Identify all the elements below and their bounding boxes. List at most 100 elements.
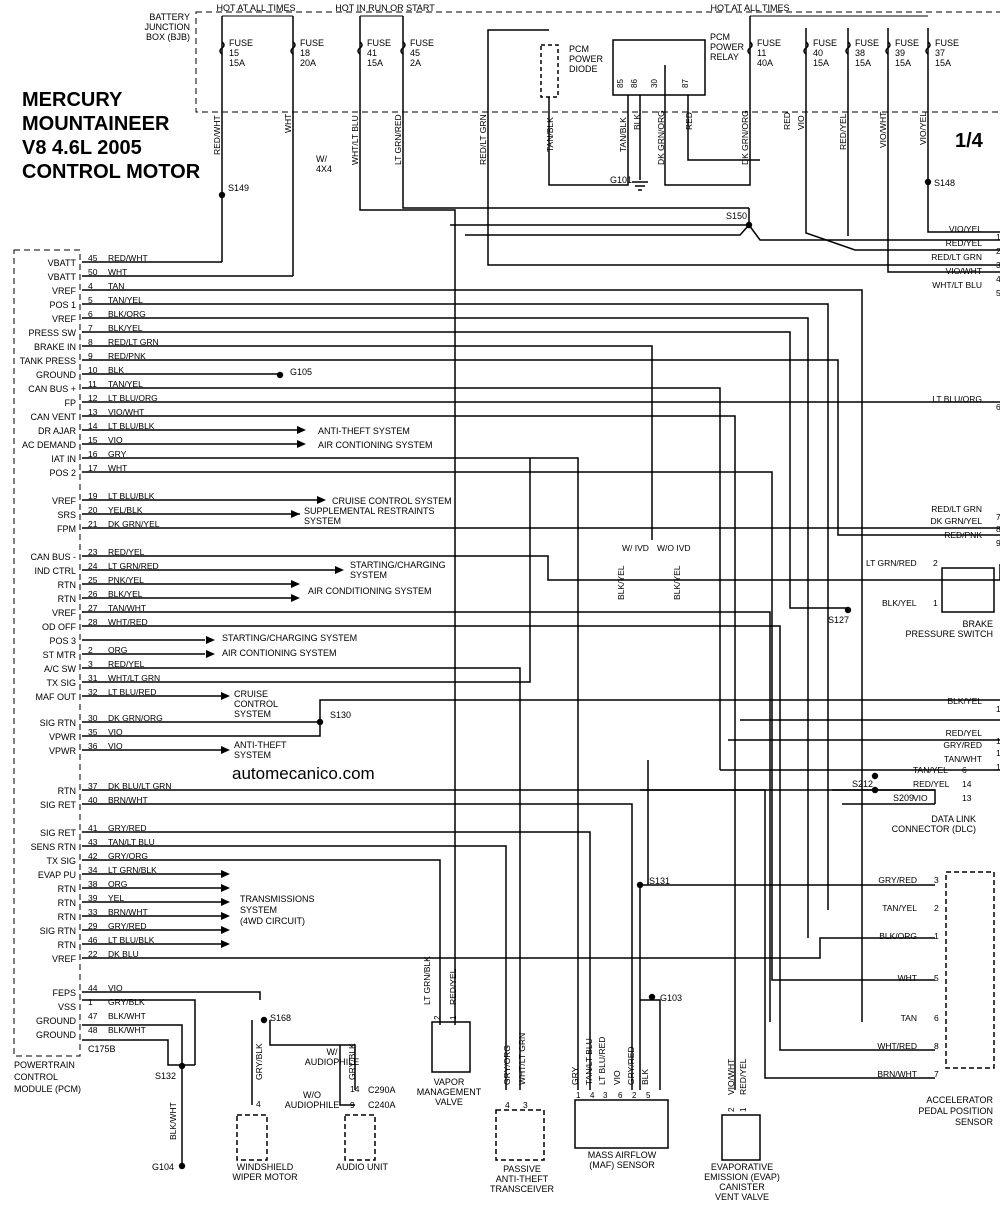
vmv-wire: RED/YEL xyxy=(448,968,458,1005)
pcm-pin-label: FEPS xyxy=(52,988,76,998)
pcm-pin-number: 50 xyxy=(88,267,98,277)
pcm-pin-label: RTN xyxy=(58,580,76,590)
right-output-wire: VIO/YEL xyxy=(949,224,982,234)
apps-wire: BLK/ORG xyxy=(879,931,917,941)
ground-label-g105: G105 xyxy=(290,367,312,377)
pcm-pin-number: 10 xyxy=(88,365,98,375)
pcm-pin-label: VSS xyxy=(58,1002,76,1012)
pcm-wire-color: RED/YEL xyxy=(108,659,145,669)
system-transmission: SYSTEM xyxy=(240,905,277,915)
pcm-pin-number: 11 xyxy=(88,379,97,389)
system-cruise-2: CRUISE xyxy=(234,689,268,699)
maf-wire: GRY xyxy=(570,1066,580,1085)
pcm-wire-color: LT BLU/BLK xyxy=(108,421,155,431)
right-output-number: 10 xyxy=(996,704,1000,714)
pats-label: ANTI-THEFT xyxy=(496,1174,549,1184)
watermark: automecanico.com xyxy=(232,764,375,783)
fuse-amps: 20A xyxy=(300,58,316,68)
arrow-cruise-2 xyxy=(221,692,230,700)
arrow-cruise xyxy=(317,496,326,504)
pcm-pin-label: VREF xyxy=(52,608,77,618)
right-output-wire: DK GRN/YEL xyxy=(931,516,983,526)
maf-pin: 3 xyxy=(603,1091,608,1100)
fuse-number: 15 xyxy=(229,48,239,58)
right-output-wire: RED/LT GRN xyxy=(931,504,982,514)
pcm-wire-color: WHT/LT GRN xyxy=(108,673,160,683)
pcm-wire-color: GRY/ORG xyxy=(108,851,148,861)
pcm-wire-color: TAN/WHT xyxy=(108,603,146,613)
pcm-pin-number: 32 xyxy=(88,687,98,697)
right-output-number: 1 xyxy=(996,232,1000,242)
splice-s132 xyxy=(178,1062,186,1070)
arrow-trans-3 xyxy=(221,912,230,920)
right-output-wire: WHT/LT BLU xyxy=(932,280,982,290)
fuse-amps: 15A xyxy=(367,58,383,68)
pcm-wire-color: BRN/WHT xyxy=(108,795,148,805)
apps-pin: 1 xyxy=(934,931,939,941)
top-wire-label: RED/YEL xyxy=(838,113,848,150)
pcm-pin-number: 29 xyxy=(88,921,98,931)
pcm-wire-color: VIO/WHT xyxy=(108,407,144,417)
relay-pin: 87 xyxy=(681,79,690,88)
top-wire-label: VIO/YEL xyxy=(918,112,928,145)
dlc-pin: 14 xyxy=(962,779,972,789)
fuse-amps: 15A xyxy=(935,58,951,68)
pcm-pin-number: 37 xyxy=(88,781,98,791)
pcm-pin-label: FPM xyxy=(57,524,76,534)
system-cruise-2: SYSTEM xyxy=(234,709,271,719)
pcm-pin-label: OD OFF xyxy=(42,622,76,632)
vmv-label: MANAGEMENT xyxy=(417,1087,482,1097)
pcm-pin-label: AC DEMAND xyxy=(22,440,77,450)
pcm-pin-label: ST MTR xyxy=(43,650,77,660)
fuse-15-icon xyxy=(219,41,225,55)
pcm-pin-number: 41 xyxy=(88,823,98,833)
pcm-pin-number: 12 xyxy=(88,393,98,403)
vmv-pin: 2 xyxy=(433,1015,442,1020)
system-anti-theft-2: SYSTEM xyxy=(234,750,271,760)
system-starting: STARTING/CHARGING xyxy=(350,560,446,570)
dlc-label: DATA LINK xyxy=(931,814,976,824)
pcm-pin-number: 26 xyxy=(88,589,98,599)
pcm-pin-number: 38 xyxy=(88,879,98,889)
apps-label: SENSOR xyxy=(955,1117,994,1127)
passive-anti-theft-transceiver xyxy=(495,1109,545,1161)
audio-unit xyxy=(344,1114,376,1161)
hot-at-all-times-label: HOT AT ALL TIMES xyxy=(216,3,295,13)
pcm-pin-number: 39 xyxy=(88,893,98,903)
brake-switch-pin: 1 xyxy=(933,598,938,608)
pcm-wire-color: TAN xyxy=(108,281,124,291)
hot-at-all-times-label-2: HOT AT ALL TIMES xyxy=(710,3,789,13)
right-output-number: 2 xyxy=(996,246,1000,256)
pcm-pin-label: POS 3 xyxy=(49,636,76,646)
apps-pin: 6 xyxy=(934,1013,939,1023)
apps-wire: TAN xyxy=(901,1013,917,1023)
pcm-power-relay-label: RELAY xyxy=(710,52,739,62)
evap-label: EMISSION (EVAP) xyxy=(704,1172,780,1182)
pcm-pin-label: CAN BUS + xyxy=(28,384,76,394)
arrow-ac xyxy=(297,440,306,448)
maf-wire: TAN/LT BLU xyxy=(584,1038,594,1085)
pcm-pin-number: 33 xyxy=(88,907,98,917)
pcm-pin-label: GROUND xyxy=(36,1016,76,1026)
apps-wire: WHT/RED xyxy=(877,1041,917,1051)
pcm-pin-number: 35 xyxy=(88,727,98,737)
wiper-label: WIPER MOTOR xyxy=(232,1172,298,1182)
pcm-wire-color: ORG xyxy=(108,879,127,889)
fuse-number: 40 xyxy=(813,48,823,58)
right-output-wire: LT BLU/ORG xyxy=(932,394,982,404)
ivd-wire: BLK/YEL xyxy=(616,565,626,600)
ground-label-g101: G101 xyxy=(610,175,632,185)
right-output-number: 13 xyxy=(996,762,1000,772)
relay-pin: 85 xyxy=(616,79,625,88)
pcm-pin-number: 7 xyxy=(88,323,93,333)
pcm-wire-color: VIO xyxy=(108,435,123,445)
pcm-label: MODULE (PCM) xyxy=(14,1084,81,1094)
top-wire-label: RED/WHT xyxy=(212,115,222,155)
pcm-pin-label: IND CTRL xyxy=(34,566,76,576)
splice-label-s212: S212 xyxy=(852,779,873,789)
pcm-wire-color: TAN/LT BLU xyxy=(108,837,155,847)
pcm-wire-color: PNK/YEL xyxy=(108,575,144,585)
arrow-ac-3 xyxy=(206,650,215,658)
pcm-pin-label: SRS xyxy=(57,510,76,520)
fuse-18-icon xyxy=(290,41,296,55)
